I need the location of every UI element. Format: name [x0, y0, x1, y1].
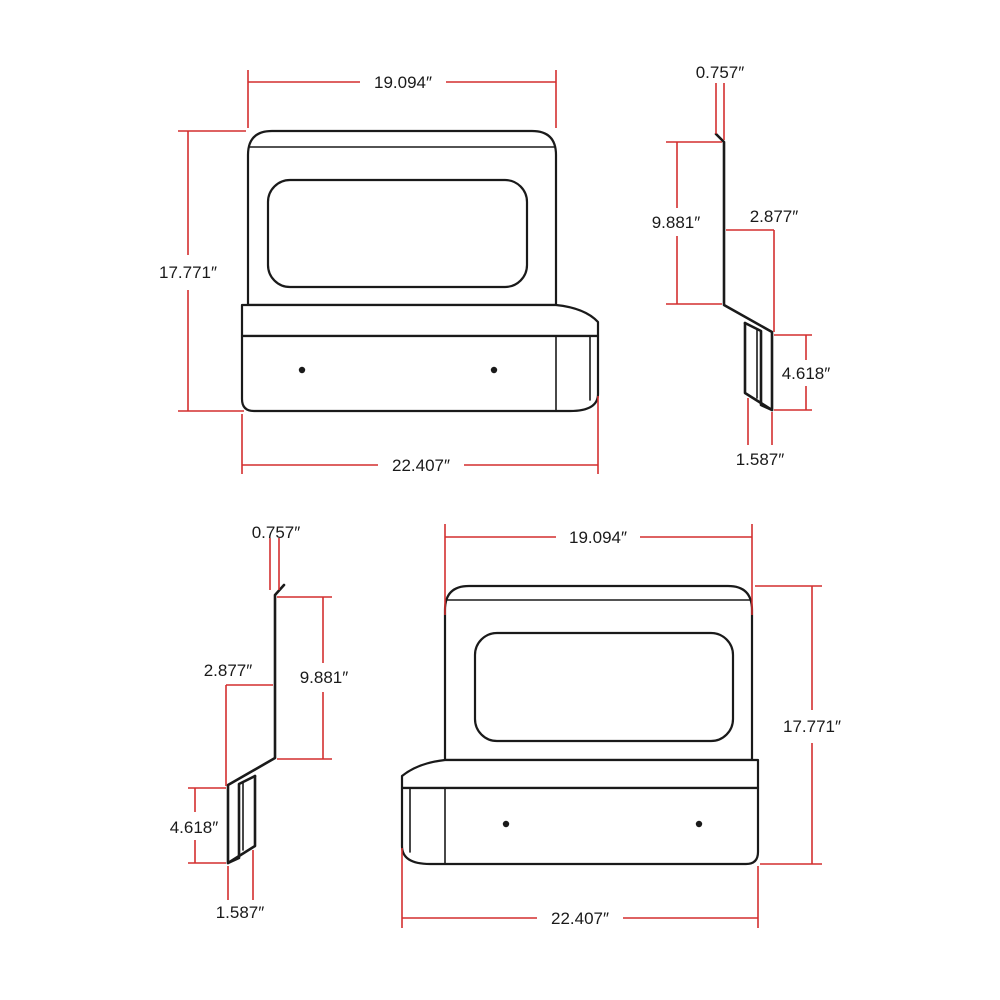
front-view-bottom-right: 19.094″ 17.771″ 22.407″ — [400, 524, 841, 928]
side-profile-bottom-left: 0.757″ 9.881″ 2.877″ 4.618″ 1.587″ — [170, 523, 349, 922]
dim-label-back-height: 9.881″ — [300, 668, 349, 687]
dim-label-lip-height: 4.618″ — [170, 818, 219, 837]
mount-hole — [298, 366, 306, 374]
backrest-window — [473, 631, 735, 743]
front-view-top-left: 19.094″ 17.771″ 22.407″ — [159, 70, 600, 475]
dim-label-back-height: 9.881″ — [652, 213, 701, 232]
dim-label-lip-thickness: 1.587″ — [216, 903, 265, 922]
dim-label-step-depth: 2.877″ — [204, 661, 253, 680]
mount-hole — [490, 366, 498, 374]
profile-outline — [714, 132, 774, 412]
dim-label-height: 17.771″ — [159, 263, 217, 282]
profile-outline — [226, 583, 286, 865]
dim-label-flange: 0.757″ — [252, 523, 301, 542]
mount-hole — [695, 820, 703, 828]
profile-lip — [226, 774, 257, 865]
seat-front — [240, 334, 600, 413]
backrest-window — [266, 178, 529, 289]
dim-label-top-width: 19.094″ — [374, 73, 432, 92]
dim-label-base-width: 22.407″ — [551, 909, 609, 928]
mount-hole — [502, 820, 510, 828]
dim-label-lip-height: 4.618″ — [782, 364, 831, 383]
dim-label-top-width: 19.094″ — [569, 528, 627, 547]
side-profile-top-right: 0.757″ 9.881″ 2.877″ 4.618″ 1.587″ — [652, 63, 831, 469]
seat-top — [400, 758, 760, 790]
seat-top — [240, 303, 600, 338]
profile-lip — [743, 321, 774, 412]
seat-front — [400, 786, 760, 866]
dim-label-flange: 0.757″ — [696, 63, 745, 82]
dim-label-step-depth: 2.877″ — [750, 207, 799, 226]
dim-label-height: 17.771″ — [783, 717, 841, 736]
dim-label-lip-thickness: 1.587″ — [736, 450, 785, 469]
dim-label-base-width: 22.407″ — [392, 456, 450, 475]
